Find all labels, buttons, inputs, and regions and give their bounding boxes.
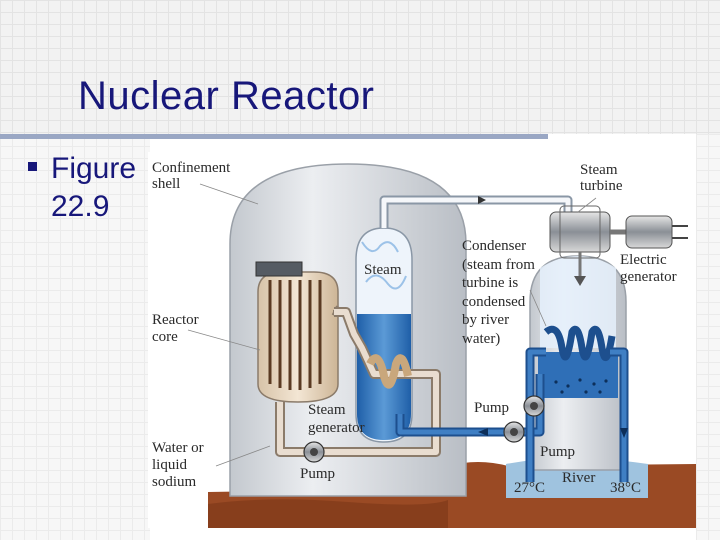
bullet-line-1: Figure bbox=[51, 152, 137, 185]
background-grid-left bbox=[0, 134, 150, 540]
steam-turbine bbox=[549, 211, 611, 253]
leader-lines bbox=[187, 183, 597, 467]
background-grid bbox=[0, 0, 720, 134]
cooling-water-lines bbox=[525, 347, 629, 482]
label-reactor-core: Reactor core bbox=[152, 312, 202, 345]
reactor-diagram: Confinement shell Steam turbine Steam Co… bbox=[148, 152, 696, 528]
steam-generator-coil bbox=[366, 354, 412, 389]
slide-title: Nuclear Reactor bbox=[78, 74, 375, 118]
label-temp-in: 27°C bbox=[514, 480, 545, 496]
cooling-out-arrow bbox=[620, 428, 628, 438]
control-rod-drive bbox=[255, 261, 303, 277]
steam-swirl bbox=[361, 241, 407, 290]
label-steam-turbine: Steam turbine bbox=[580, 162, 623, 194]
label-pump-lower: Pump bbox=[540, 444, 575, 460]
feedwater-arrow bbox=[478, 428, 488, 436]
bullet-line-2: 22.9 bbox=[51, 190, 110, 223]
fuel-rods bbox=[268, 280, 322, 390]
primary-loop-pipe bbox=[277, 309, 439, 455]
pump-primary bbox=[303, 441, 325, 463]
electric-generator bbox=[625, 215, 673, 249]
label-pump-bottom: Pump bbox=[300, 466, 335, 482]
label-steam: Steam bbox=[364, 262, 402, 278]
steam-flow-arrow bbox=[478, 196, 486, 204]
pump-cooling bbox=[523, 395, 545, 417]
bullet-square-icon bbox=[28, 162, 37, 171]
condenser-steam bbox=[540, 256, 616, 348]
title-underline bbox=[0, 134, 548, 139]
label-river: River bbox=[562, 470, 595, 486]
reactor-diagram-svg: Confinement shell Steam turbine Steam Co… bbox=[148, 152, 696, 528]
condenser-water bbox=[538, 352, 618, 398]
bullet-text: Figure 22.9 bbox=[51, 150, 151, 226]
label-electric-generator: Electric generator bbox=[620, 252, 677, 285]
exhaust-arrow bbox=[574, 276, 586, 286]
background-grid-right bbox=[696, 134, 720, 540]
label-temp-out: 38°C bbox=[610, 480, 641, 496]
label-water-or-sodium: Water or liquid sodium bbox=[152, 440, 207, 490]
pump-feedwater bbox=[503, 421, 525, 443]
condenser-coil bbox=[543, 325, 616, 362]
label-condenser: Condenser (steam from turbine is condens… bbox=[462, 238, 539, 347]
label-steam-generator: Steam generator bbox=[308, 402, 365, 436]
label-pump-upper: Pump bbox=[474, 400, 509, 416]
label-confinement-shell: Confinement shell bbox=[152, 160, 234, 192]
ground-shade bbox=[208, 499, 448, 528]
